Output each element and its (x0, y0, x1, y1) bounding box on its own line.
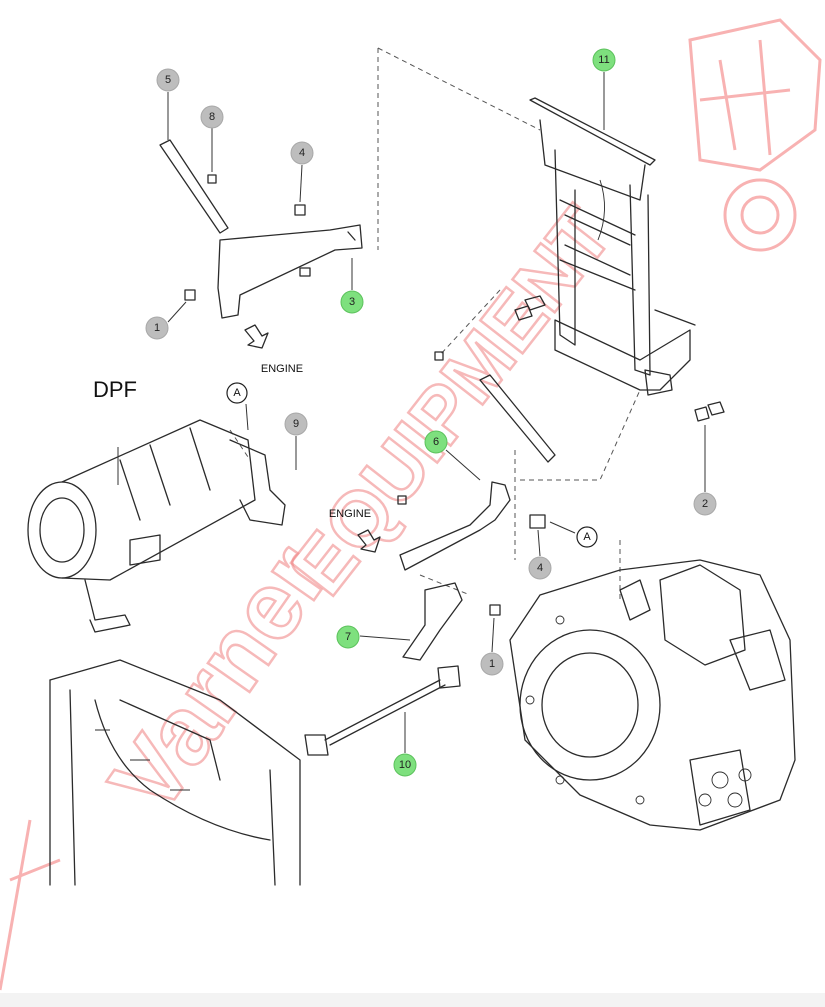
callout-6[interactable]: 6 (424, 430, 448, 454)
reference-mark-a-top: A (226, 382, 248, 404)
engine-arrow-top (244, 324, 269, 349)
callout-7[interactable]: 7 (336, 625, 360, 649)
radiator-frame (49, 659, 301, 886)
bracket-part-3 (159, 139, 363, 319)
support-frame-part (529, 97, 696, 396)
leader-lines (117, 72, 706, 753)
svg-text:7: 7 (345, 631, 351, 643)
callout-11[interactable]: 11 (592, 48, 616, 72)
svg-text:8: 8 (209, 111, 215, 123)
callout-4-top[interactable]: 4 (290, 141, 314, 165)
svg-text:4: 4 (299, 147, 305, 159)
callout-2[interactable]: 2 (693, 492, 717, 516)
bolt-part (514, 295, 725, 422)
engine-label-mid: ENGINE (329, 508, 371, 520)
callout-4-mid[interactable]: 4 (528, 556, 552, 580)
svg-text:1: 1 (154, 322, 160, 334)
dpf-assembly (27, 419, 286, 633)
guide-lines (229, 47, 641, 600)
callout-3[interactable]: 3 (340, 290, 364, 314)
transmission-housing (509, 559, 796, 831)
callout-8[interactable]: 8 (200, 105, 224, 129)
dpf-label: DPF (93, 377, 137, 402)
reference-mark-a-mid: A (576, 526, 598, 548)
callout-9[interactable]: 9 (284, 412, 308, 436)
svg-text:5: 5 (165, 74, 171, 86)
svg-text:A: A (233, 387, 241, 399)
svg-text:11: 11 (598, 54, 609, 66)
engine-label-top: ENGINE (261, 363, 303, 375)
callout-10[interactable]: 10 (393, 753, 417, 777)
svg-text:2: 2 (702, 498, 708, 510)
svg-text:3: 3 (349, 296, 355, 308)
callout-1-top[interactable]: 1 (145, 316, 169, 340)
engine-arrow-mid (357, 529, 381, 553)
svg-text:A: A (583, 531, 591, 543)
svg-text:1: 1 (489, 658, 495, 670)
svg-text:6: 6 (433, 436, 439, 448)
callout-1-mid[interactable]: 1 (480, 652, 504, 676)
footer-strip (0, 993, 825, 1007)
bracket-part-7 (402, 582, 501, 661)
svg-text:4: 4 (537, 562, 543, 574)
svg-text:10: 10 (399, 759, 411, 771)
bracket-part-6 (397, 351, 556, 571)
rod-part-10 (304, 665, 461, 756)
svg-text:9: 9 (293, 418, 299, 430)
callout-5[interactable]: 5 (156, 68, 180, 92)
